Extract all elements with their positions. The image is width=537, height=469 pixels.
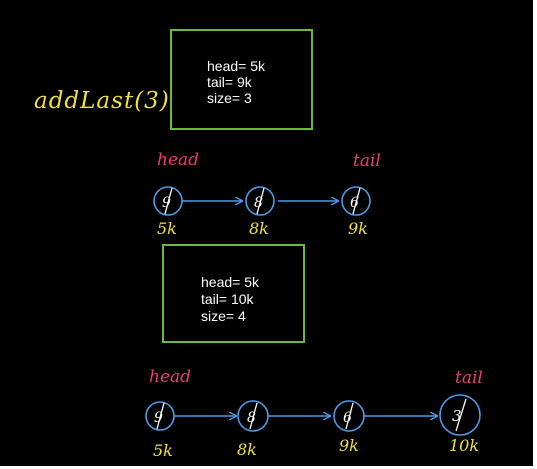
node-after-4: 3 bbox=[439, 394, 481, 436]
node-address-after-1: 5k bbox=[153, 441, 173, 460]
node-divider bbox=[249, 402, 258, 430]
node-circle bbox=[237, 400, 269, 432]
node-value: 8 bbox=[247, 410, 256, 426]
node-circle bbox=[333, 400, 365, 432]
node-before-2: 8 bbox=[245, 186, 275, 216]
node-divider bbox=[345, 402, 354, 430]
node-address-before-1: 5k bbox=[157, 219, 177, 238]
node-circle bbox=[153, 186, 183, 216]
head-value-before: head= 5k bbox=[207, 58, 265, 74]
node-circle bbox=[341, 186, 371, 216]
node-divider bbox=[352, 187, 361, 215]
node-value: 6 bbox=[350, 195, 359, 211]
head-label-before: head bbox=[157, 150, 200, 170]
size-value-after: size= 4 bbox=[201, 308, 246, 324]
node-before-3: 6 bbox=[341, 186, 371, 216]
node-value: 9 bbox=[162, 195, 171, 211]
node-circle bbox=[439, 394, 481, 436]
state-box-after: head= 5k tail= 10k size= 4 bbox=[162, 244, 305, 343]
node-divider bbox=[164, 187, 173, 215]
node-divider bbox=[156, 402, 165, 430]
list-before: 9 8 6 bbox=[153, 186, 371, 216]
state-box-before: head= 5k tail= 9k size= 3 bbox=[170, 29, 313, 130]
node-after-3: 6 bbox=[333, 400, 365, 432]
node-value: 3 bbox=[452, 407, 462, 425]
node-address-before-2: 8k bbox=[249, 219, 269, 238]
node-address-after-4: 10k bbox=[449, 436, 480, 455]
tail-label-after: tail bbox=[455, 368, 483, 388]
node-circle bbox=[145, 401, 175, 431]
size-value-before: size= 3 bbox=[207, 90, 252, 106]
head-label-after: head bbox=[149, 367, 192, 387]
node-value: 6 bbox=[343, 410, 352, 426]
tail-value-after: tail= 10k bbox=[201, 291, 254, 307]
operation-label: addLast(3) bbox=[34, 88, 170, 114]
head-value-after: head= 5k bbox=[201, 274, 259, 290]
tail-value-before: tail= 9k bbox=[207, 74, 252, 90]
node-value: 9 bbox=[154, 410, 163, 426]
node-divider bbox=[455, 398, 467, 432]
node-address-after-3: 9k bbox=[339, 436, 359, 455]
tail-label-before: tail bbox=[353, 151, 381, 171]
node-address-after-2: 8k bbox=[237, 440, 257, 459]
node-circle bbox=[245, 186, 275, 216]
list-after: 9 8 6 3 bbox=[145, 394, 481, 436]
node-after-1: 9 bbox=[145, 401, 175, 431]
node-address-before-3: 9k bbox=[348, 219, 368, 238]
node-value: 8 bbox=[254, 195, 263, 211]
node-after-2: 8 bbox=[237, 400, 269, 432]
node-divider bbox=[256, 187, 265, 215]
node-before-1: 9 bbox=[153, 186, 183, 216]
